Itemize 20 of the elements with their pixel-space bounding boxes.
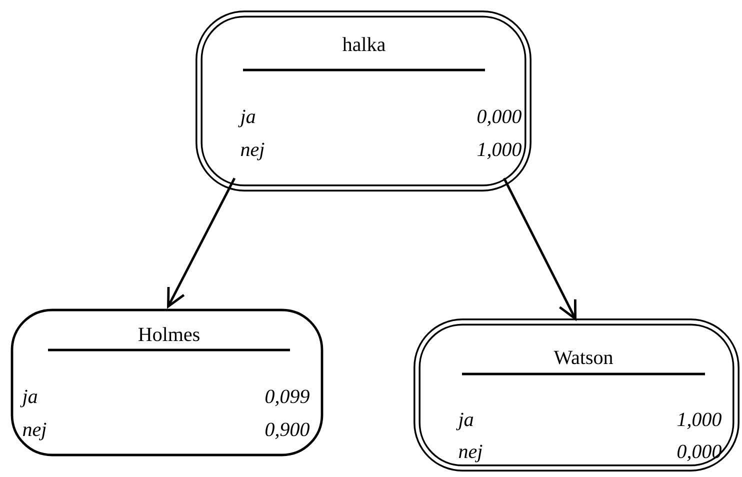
probability-value: 0,000 xyxy=(678,444,722,462)
arrow xyxy=(167,178,236,309)
node-heading: Watson xyxy=(554,350,613,364)
state-label: ja xyxy=(238,110,256,128)
state-label: ja xyxy=(20,390,38,408)
state-label: ja xyxy=(456,412,474,430)
probability-value: 1,000 xyxy=(677,412,722,430)
probability-value: 0,000 xyxy=(478,110,522,126)
node-heading: halka xyxy=(342,37,386,52)
arrow xyxy=(503,178,576,322)
state-label: nej xyxy=(22,422,46,440)
state-label: nej xyxy=(240,142,264,160)
probability-value: 0,099 xyxy=(266,390,310,406)
node-heading: Holmes xyxy=(138,327,200,342)
probability-value: 0,900 xyxy=(266,422,310,440)
probability-value: 1,000 xyxy=(477,142,522,160)
node-box xyxy=(196,10,532,192)
node-box xyxy=(10,308,324,456)
state-label: nej xyxy=(458,444,482,462)
node-box xyxy=(414,318,740,472)
